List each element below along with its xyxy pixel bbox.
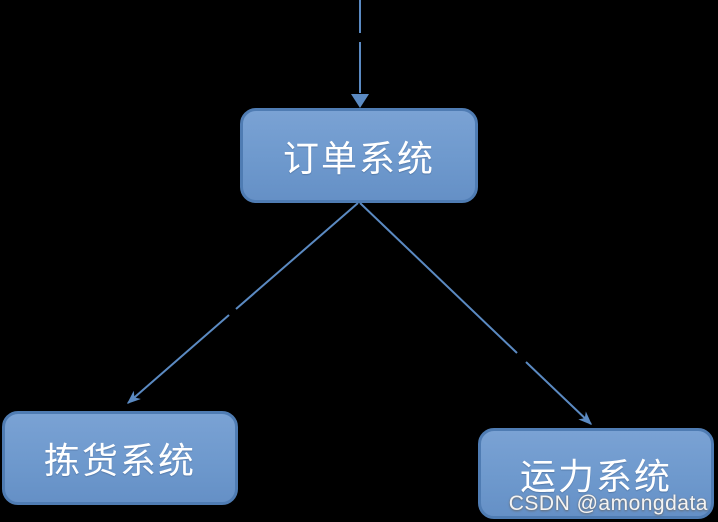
edge-order-to-picking (126, 202, 359, 404)
arrowhead-icon (351, 94, 369, 108)
arrow-line (235, 202, 359, 310)
node-capacity-system: 运力系统 (478, 428, 714, 519)
arrow-line (126, 314, 230, 404)
edge-order-to-capacity (359, 202, 592, 425)
arrow-line (525, 361, 592, 425)
node-capacity-system-label: 运力系统 (519, 456, 672, 498)
node-order-system-label: 订单系统 (282, 138, 435, 180)
node-order-system: 订单系统 (240, 108, 478, 203)
node-picking-system-label: 拣货系统 (43, 441, 196, 482)
arrow-line (359, 202, 518, 354)
edge-top-to-order (351, 0, 369, 108)
watermark: CSDN @amongdata (508, 492, 708, 515)
node-picking-system: 拣货系统 (2, 411, 238, 505)
